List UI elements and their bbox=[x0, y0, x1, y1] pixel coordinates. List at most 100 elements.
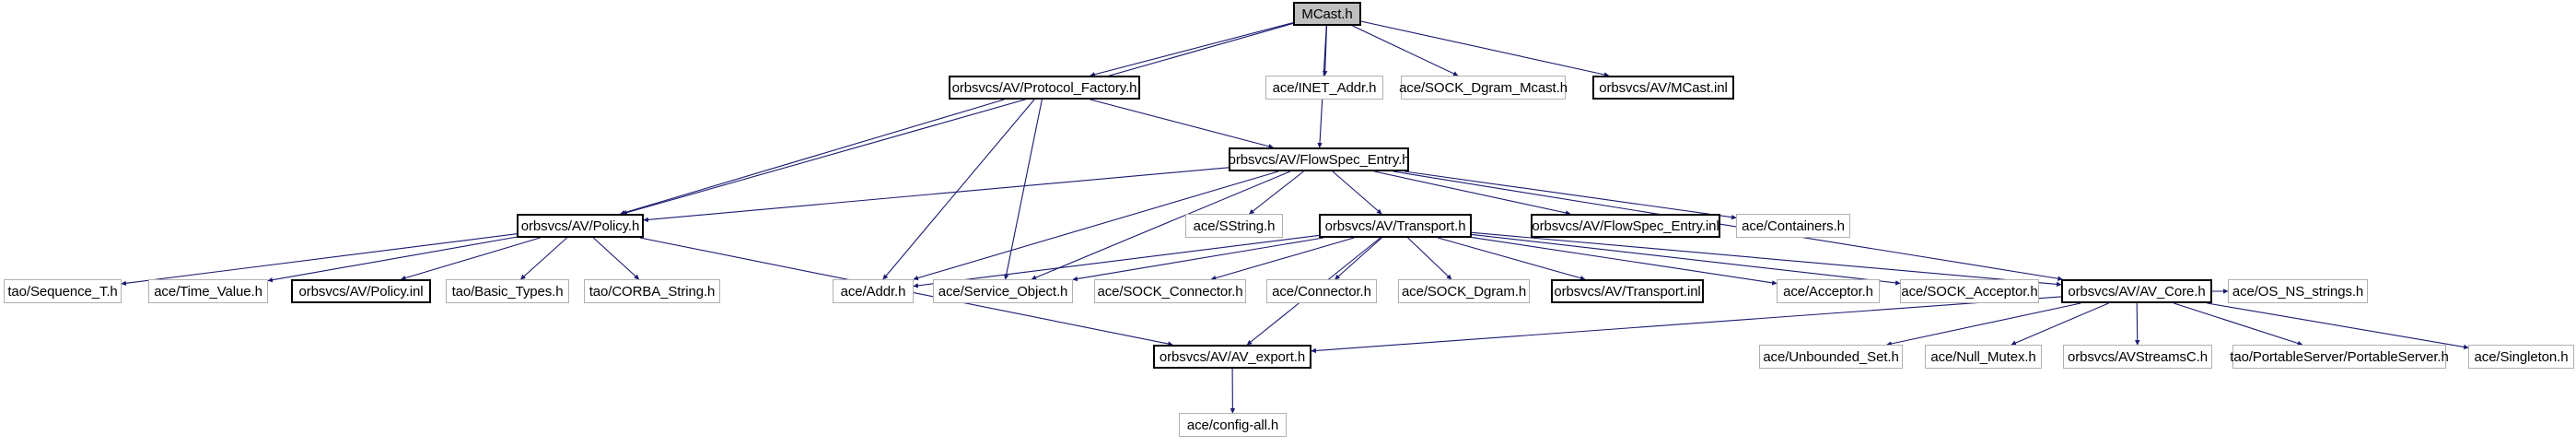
graph-edge bbox=[1332, 171, 1382, 215]
graph-node-service-object-h[interactable]: ace/Service_Object.h bbox=[933, 279, 1073, 303]
graph-node-label: ace/INET_Addr.h bbox=[1272, 79, 1377, 96]
graph-node-containers-h[interactable]: ace/Containers.h bbox=[1736, 214, 1850, 238]
graph-node-label: orbsvcs/AV/FlowSpec_Entry.h bbox=[1228, 151, 1410, 168]
graph-node-label: orbsvcs/AV/AV_export.h bbox=[1159, 348, 1306, 365]
graph-edge bbox=[1360, 20, 1610, 77]
graph-edge bbox=[1393, 171, 2063, 281]
graph-edge bbox=[1210, 237, 1355, 281]
graph-node-sock-acceptor-h[interactable]: ace/SOCK_Acceptor.h bbox=[1900, 279, 2039, 303]
graph-edge bbox=[1090, 22, 1294, 77]
graph-edge bbox=[1886, 302, 2081, 347]
graph-node-sequence-t-h[interactable]: tao/Sequence_T.h bbox=[4, 279, 122, 303]
graph-node-os-ns-strings-h[interactable]: ace/OS_NS_strings.h bbox=[2228, 279, 2368, 303]
graph-node-label: tao/PortableServer/PortableServer.h bbox=[2230, 348, 2449, 365]
graph-node-label: ace/SOCK_Dgram.h bbox=[1401, 283, 1527, 300]
graph-node-inet-addr-h[interactable]: ace/INET_Addr.h bbox=[1265, 76, 1383, 100]
graph-node-label: orbsvcs/AV/Protocol_Factory.h bbox=[951, 79, 1137, 96]
graph-edge bbox=[882, 99, 1035, 280]
graph-node-avstreamsc-h[interactable]: orbsvcs/AVStreamsC.h bbox=[2063, 345, 2212, 369]
graph-node-label: ace/Null_Mutex.h bbox=[1930, 348, 2036, 365]
graph-node-label: orbsvcs/AV/Policy.h bbox=[520, 218, 640, 234]
graph-node-corba-string-h[interactable]: tao/CORBA_String.h bbox=[584, 279, 720, 303]
graph-edge bbox=[2011, 302, 2109, 346]
graph-edge bbox=[913, 171, 1279, 281]
graph-edge bbox=[1471, 236, 1778, 286]
graph-node-flowspec-entry-h[interactable]: orbsvcs/AV/FlowSpec_Entry.h bbox=[1229, 147, 1410, 171]
graph-edge bbox=[2207, 302, 2469, 350]
graph-node-label: ace/Singleton.h bbox=[2474, 348, 2569, 365]
graph-node-av-core-h[interactable]: orbsvcs/AV/AV_Core.h bbox=[2061, 279, 2212, 303]
graph-edge bbox=[1072, 237, 1324, 282]
graph-node-label: ace/SOCK_Acceptor.h bbox=[1901, 283, 2038, 300]
graph-node-label: orbsvcs/AV/Transport.h bbox=[1324, 218, 1466, 234]
graph-node-policy-inl[interactable]: orbsvcs/AV/Policy.inl bbox=[291, 279, 431, 303]
graph-node-basic-types-h[interactable]: tao/Basic_Types.h bbox=[446, 279, 569, 303]
graph-edge bbox=[121, 233, 518, 287]
graph-node-av-export-h[interactable]: orbsvcs/AV/AV_export.h bbox=[1153, 345, 1311, 369]
graph-edge bbox=[1031, 171, 1291, 280]
graph-node-time-value-h[interactable]: ace/Time_Value.h bbox=[148, 279, 268, 303]
graph-edge bbox=[2134, 302, 2140, 346]
graph-node-sstring-h[interactable]: ace/SString.h bbox=[1185, 214, 1283, 238]
graph-node-mcast-inl[interactable]: orbsvcs/AV/MCast.inl bbox=[1592, 76, 1734, 100]
graph-node-transport-h[interactable]: orbsvcs/AV/Transport.h bbox=[1319, 214, 1472, 238]
graph-node-connector-h[interactable]: ace/Connector.h bbox=[1266, 279, 1377, 303]
graph-edge bbox=[1249, 171, 1304, 215]
graph-node-label: ace/SOCK_Dgram_Mcast.h bbox=[1399, 79, 1568, 96]
graph-node-label: ace/Unbounded_Set.h bbox=[1763, 348, 1899, 365]
graph-node-label: ace/Connector.h bbox=[1272, 283, 1371, 300]
graph-edge bbox=[1352, 25, 1459, 76]
graph-edge bbox=[1437, 237, 1586, 281]
graph-edge bbox=[1090, 99, 1274, 149]
graph-node-mcast-h[interactable]: MCast.h bbox=[1293, 2, 1361, 26]
graph-node-label: ace/config-all.h bbox=[1186, 417, 1279, 433]
graph-edge bbox=[913, 234, 1320, 288]
graph-edge bbox=[1471, 233, 1901, 286]
graph-node-null-mutex-h[interactable]: ace/Null_Mutex.h bbox=[1925, 345, 2042, 369]
graph-node-label: orbsvcs/AV/Transport.inl bbox=[1554, 283, 1701, 300]
graph-node-label: ace/OS_NS_strings.h bbox=[2232, 283, 2364, 300]
graph-edge bbox=[267, 236, 518, 283]
graph-edge bbox=[401, 237, 541, 281]
graph-node-transport-inl[interactable]: orbsvcs/AV/Transport.inl bbox=[1551, 279, 1704, 303]
graph-node-label: ace/Addr.h bbox=[840, 283, 906, 300]
graph-node-acceptor-h[interactable]: ace/Acceptor.h bbox=[1777, 279, 1880, 303]
graph-edge bbox=[592, 237, 640, 280]
graph-node-label: ace/Service_Object.h bbox=[938, 283, 1068, 300]
graph-node-label: orbsvcs/AV/MCast.inl bbox=[1599, 79, 1728, 96]
graph-edge bbox=[1374, 171, 1571, 216]
graph-node-label: orbsvcs/AV/AV_Core.h bbox=[2068, 283, 2206, 300]
graph-node-label: ace/SString.h bbox=[1193, 218, 1276, 234]
graph-edge bbox=[1471, 231, 2062, 288]
graph-edge bbox=[1407, 237, 1452, 280]
graph-node-sock-dgram-mcast-h[interactable]: ace/SOCK_Dgram_Mcast.h bbox=[1399, 76, 1568, 100]
graph-node-label: orbsvcs/AVStreamsC.h bbox=[2068, 348, 2208, 365]
graph-node-label: ace/Acceptor.h bbox=[1783, 283, 1873, 300]
graph-node-flowspec-entry-inl[interactable]: orbsvcs/AV/FlowSpec_Entry.inl bbox=[1531, 214, 1720, 238]
graph-edge bbox=[620, 99, 1005, 216]
graph-node-protocol-factory-h[interactable]: orbsvcs/AV/Protocol_Factory.h bbox=[949, 76, 1140, 100]
graph-edge bbox=[643, 167, 1230, 223]
graph-node-sock-connector-h[interactable]: ace/SOCK_Connector.h bbox=[1094, 279, 1246, 303]
graph-edge bbox=[1404, 171, 1737, 220]
graph-node-singleton-h[interactable]: ace/Singleton.h bbox=[2468, 345, 2574, 369]
graph-node-addr-h[interactable]: ace/Addr.h bbox=[833, 279, 914, 303]
graph-node-label: ace/Containers.h bbox=[1742, 218, 1845, 234]
graph-edge bbox=[2174, 302, 2303, 347]
graph-edge bbox=[622, 22, 1294, 216]
graph-node-sock-dgram-h[interactable]: ace/SOCK_Dgram.h bbox=[1398, 279, 1530, 303]
graph-node-unbounded-set-h[interactable]: ace/Unbounded_Set.h bbox=[1759, 345, 1903, 369]
graph-node-label: tao/CORBA_String.h bbox=[589, 283, 716, 300]
graph-node-portableserver-h[interactable]: tao/PortableServer/PortableServer.h bbox=[2230, 345, 2449, 369]
graph-node-label: orbsvcs/AV/FlowSpec_Entry.inl bbox=[1532, 218, 1719, 234]
graph-node-config-all-h[interactable]: ace/config-all.h bbox=[1179, 413, 1287, 437]
graph-node-label: ace/Time_Value.h bbox=[154, 283, 262, 300]
graph-edge bbox=[520, 237, 567, 280]
graph-edge bbox=[1003, 99, 1043, 280]
graph-node-label: MCast.h bbox=[1301, 6, 1353, 22]
graph-node-label: tao/Basic_Types.h bbox=[451, 283, 564, 300]
graph-node-policy-h[interactable]: orbsvcs/AV/Policy.h bbox=[517, 214, 644, 238]
graph-node-label: ace/SOCK_Connector.h bbox=[1097, 283, 1243, 300]
